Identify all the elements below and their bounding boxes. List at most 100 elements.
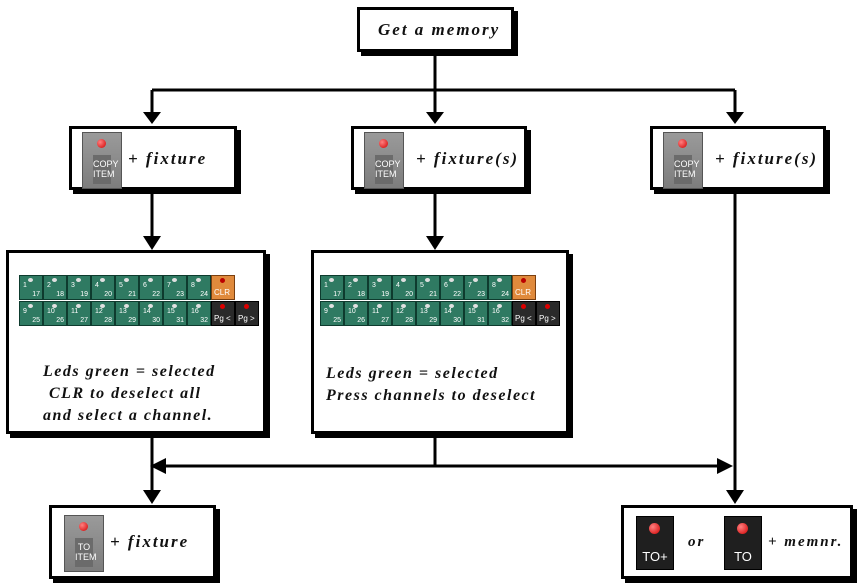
pg-next-key[interactable]: Pg > (536, 301, 560, 326)
note-line: Leds green = selected (43, 363, 216, 380)
channel-number: 3 (71, 282, 75, 289)
led-icon (148, 278, 153, 282)
pg-next-key[interactable]: Pg > (235, 301, 259, 326)
led-icon (100, 304, 105, 308)
pg-text: Pg < (515, 314, 532, 323)
clr-text: CLR (214, 288, 231, 297)
channel-number-alt: 24 (501, 291, 509, 298)
note-line: Press channels to deselect (326, 387, 537, 404)
channel-number: 3 (372, 282, 376, 289)
channel-number: 12 (95, 308, 103, 315)
led-icon (220, 304, 225, 309)
pg-prev-key[interactable]: Pg < (512, 301, 536, 326)
led-icon (678, 139, 687, 148)
pg-text: Pg > (539, 314, 556, 323)
led-icon (28, 304, 33, 308)
led-icon (172, 278, 177, 282)
led-icon (353, 278, 358, 282)
channel-number-alt: 20 (405, 291, 413, 298)
note-line: CLR to deselect all (49, 385, 202, 402)
pg-text: Pg > (238, 314, 255, 323)
led-icon (28, 278, 33, 282)
led-icon (76, 278, 81, 282)
clr-key[interactable]: CLR (211, 275, 235, 300)
channel-number-alt: 26 (56, 317, 64, 324)
pg-prev-key[interactable]: Pg < (211, 301, 235, 326)
pg-text: Pg < (214, 314, 231, 323)
channel-number: 5 (420, 282, 424, 289)
led-icon (76, 304, 81, 308)
channel-number: 11 (71, 308, 79, 315)
channel-number-alt: 24 (200, 291, 208, 298)
channel-number: 9 (324, 308, 328, 315)
channel-number-alt: 21 (128, 291, 136, 298)
channel-number-alt: 30 (453, 317, 461, 324)
to-plus-key[interactable]: TO+ (636, 516, 674, 570)
channel-key[interactable]: 5 21 (115, 275, 139, 300)
channel-key[interactable]: 8 24 (488, 275, 512, 300)
led-icon (401, 278, 406, 282)
key-text: COPY (674, 159, 700, 169)
channel-number: 14 (444, 308, 452, 315)
channel-number-alt: 25 (333, 317, 341, 324)
clr-key[interactable]: CLR (512, 275, 536, 300)
channel-number: 13 (420, 308, 428, 315)
fixture-label: + fixture (110, 532, 190, 551)
channel-number: 4 (95, 282, 99, 289)
channel-number: 12 (396, 308, 404, 315)
led-icon (148, 304, 153, 308)
fixtures-label: + fixture(s) (416, 149, 520, 168)
channel-number-alt: 17 (333, 291, 341, 298)
channel-number-alt: 31 (176, 317, 184, 324)
channel-key[interactable]: 9 25 (320, 301, 344, 326)
led-icon (100, 278, 105, 282)
channel-number-alt: 30 (152, 317, 160, 324)
channel-number-alt: 28 (405, 317, 413, 324)
led-icon (379, 139, 388, 148)
channel-number: 5 (119, 282, 123, 289)
clr-text: CLR (515, 288, 532, 297)
to-key[interactable]: TO (724, 516, 762, 570)
channel-number: 2 (348, 282, 352, 289)
channel-number: 8 (492, 282, 496, 289)
channel-number: 1 (23, 282, 27, 289)
led-icon (97, 139, 106, 148)
channel-number: 16 (492, 308, 500, 315)
